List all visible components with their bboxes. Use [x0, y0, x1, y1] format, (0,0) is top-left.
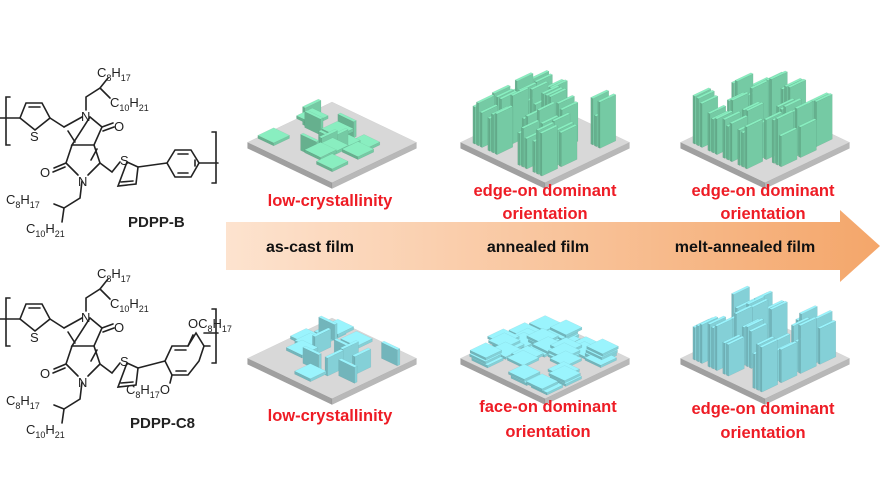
bottom-row-labels: low-crystallinity face-on dominant orien…	[268, 398, 835, 442]
stage-as-cast: as-cast film	[266, 239, 354, 256]
crystallite	[293, 363, 327, 383]
atom-s: S	[120, 354, 129, 369]
crystallite	[304, 109, 324, 136]
crystallite	[311, 327, 332, 356]
atom-n: N	[78, 375, 87, 390]
label-bottom-3a: edge-on dominant	[692, 400, 835, 418]
film-edge-on-2	[679, 70, 851, 190]
atom-o: O	[40, 366, 50, 381]
structure-pdpp-b: S N O N O S C8H17 C10H21 C8H17 C10H21 PD…	[0, 65, 219, 239]
stage-annealed: annealed film	[487, 239, 589, 256]
side-chain: C8H17	[97, 266, 131, 284]
alkoxy-chain: OC8H17	[188, 316, 232, 334]
side-chain: C10H21	[26, 221, 65, 239]
crystallite	[548, 365, 582, 384]
label-top-3b: orientation	[720, 205, 805, 223]
label-top-2a: edge-on dominant	[474, 182, 617, 200]
process-arrow: as-cast film annealed film melt-annealed…	[226, 210, 880, 282]
atom-n: N	[81, 109, 90, 124]
crystallite	[744, 118, 764, 170]
atom-n: N	[78, 174, 87, 189]
atom-o: O	[114, 119, 124, 134]
side-chain: C10H21	[26, 422, 65, 440]
side-chain: C8H17	[97, 65, 131, 83]
crystallite	[315, 153, 349, 173]
crystallite	[539, 124, 559, 177]
atom-o: O	[40, 165, 50, 180]
atom-s: S	[30, 330, 39, 345]
crystallite	[813, 93, 833, 148]
crystallite	[797, 118, 818, 159]
film-random-0	[246, 315, 418, 406]
crystallite	[797, 316, 818, 375]
crystallite	[725, 335, 745, 377]
alkoxy-chain: C8H17O	[126, 382, 170, 400]
side-chain: C8H17	[6, 393, 40, 411]
crystallite	[338, 358, 358, 384]
atom-n: N	[81, 310, 90, 325]
atom-o: O	[114, 320, 124, 335]
label-bottom-1: low-crystallinity	[268, 407, 394, 425]
crystallite	[817, 319, 837, 365]
crystallite	[759, 338, 779, 393]
side-chain: C10H21	[110, 296, 149, 314]
crystallite	[778, 127, 798, 168]
film-face-on-1	[459, 315, 631, 406]
crystallite	[778, 340, 798, 384]
polymer-name: PDPP-C8	[130, 415, 195, 432]
film-edge-on-1	[459, 69, 631, 190]
crystallite	[506, 349, 540, 369]
crystallite	[341, 141, 375, 161]
crystallite	[302, 345, 322, 372]
film-illustrations	[246, 69, 851, 406]
crystallite	[257, 127, 291, 147]
top-row-labels: low-crystallinity edge-on dominant orien…	[268, 182, 835, 223]
polymer-name: PDPP-B	[128, 214, 185, 231]
crystallite	[469, 342, 503, 361]
label-top-1: low-crystallinity	[268, 192, 394, 210]
side-chain: C8H17	[6, 192, 40, 210]
label-bottom-2b: orientation	[505, 423, 590, 441]
crystallite	[380, 340, 401, 367]
crystallite	[597, 93, 617, 149]
label-bottom-3b: orientation	[720, 424, 805, 442]
film-random-0	[246, 98, 418, 190]
crystallite	[507, 363, 541, 383]
side-chain: C10H21	[110, 95, 149, 113]
crystallite	[525, 373, 559, 392]
crystallite	[494, 105, 514, 156]
stage-melt-annealed: melt-annealed film	[675, 239, 815, 256]
label-bottom-2a: face-on dominant	[479, 398, 617, 416]
label-top-3a: edge-on dominant	[692, 182, 835, 200]
atom-s: S	[30, 129, 39, 144]
label-top-2b: orientation	[502, 205, 587, 223]
crystallite	[558, 123, 578, 168]
atom-s: S	[120, 153, 129, 168]
structure-pdpp-c8: S N O N O S OC8H17 C8H17O C8H17 C10H21 C…	[0, 266, 232, 440]
crystallite	[549, 319, 583, 338]
crystallite	[768, 300, 789, 342]
film-edge-on-2	[679, 285, 851, 406]
crystallite	[586, 338, 619, 357]
